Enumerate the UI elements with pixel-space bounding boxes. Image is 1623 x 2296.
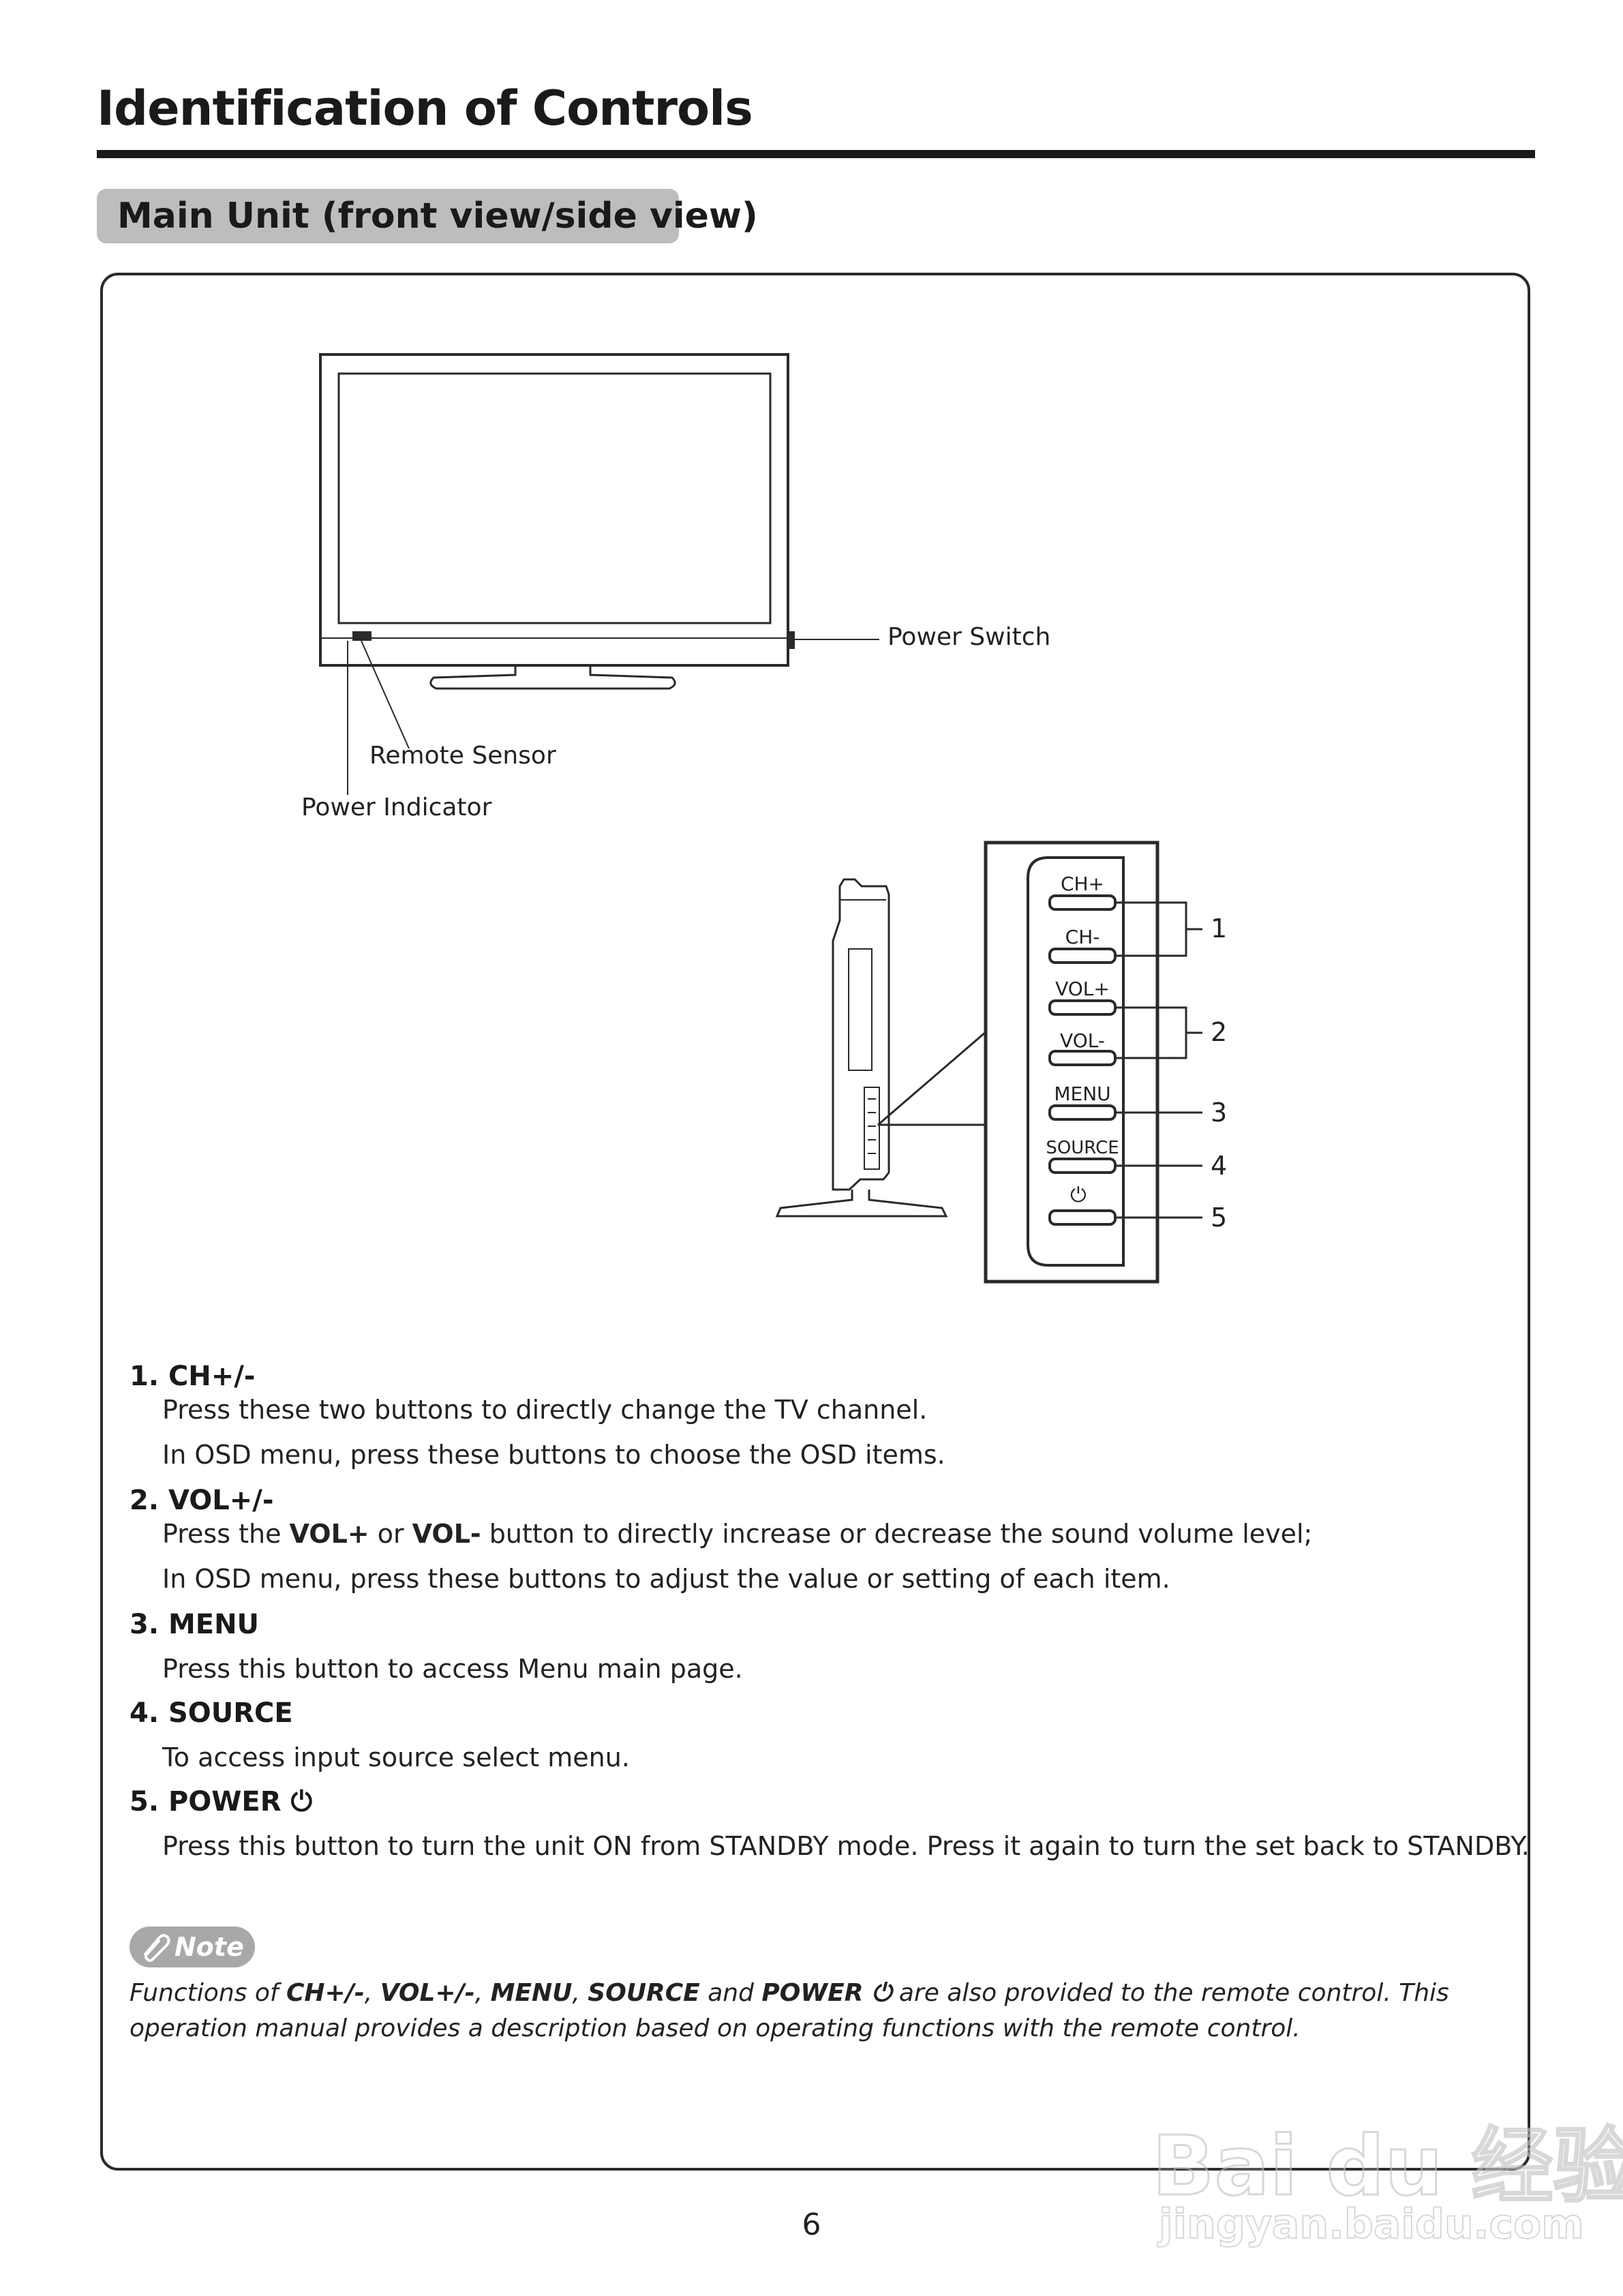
title-rule	[97, 150, 1535, 158]
paperclip-icon	[143, 1934, 170, 1962]
tv-front-stand	[429, 665, 676, 690]
item-title-ch: 1. CH+/-	[130, 1361, 256, 1392]
watermark-line-1: Bai du 经验	[1151, 2119, 1623, 2216]
button-ch-plus-shape	[1048, 894, 1117, 911]
item-vol-line-2: In OSD menu, press these buttons to adju…	[162, 1564, 1170, 1594]
callout-remote-sensor: Remote Sensor	[369, 742, 556, 770]
button-power-shape	[1048, 1209, 1117, 1226]
button-label-ch-minus: CH-	[1065, 926, 1100, 948]
button-menu-shape	[1048, 1104, 1117, 1121]
item-title-power: 5. POWER ⏻	[130, 1786, 313, 1817]
section-heading: Main Unit (front view/side view)	[97, 189, 758, 243]
diagram-number-5: 5	[1211, 1203, 1228, 1233]
callout-power-indicator: Power Indicator	[301, 794, 492, 821]
remote-sensor-window	[352, 631, 371, 641]
controls-panel	[100, 273, 1530, 2171]
button-panel-inset	[984, 841, 1159, 1284]
watermark-line-2: jingyan.baidu.com	[1158, 2200, 1585, 2249]
button-label-menu: MENU	[1054, 1083, 1110, 1105]
button-vol-plus-shape	[1048, 999, 1117, 1016]
tv-side-body	[832, 878, 890, 1191]
button-label-vol-minus: VOL-	[1060, 1029, 1105, 1052]
item-vol-line-1: Press the VOL+ or VOL- button to directl…	[162, 1519, 1313, 1549]
section-heading-text: Main Unit (front view/side view)	[117, 196, 758, 237]
button-label-source: SOURCE	[1046, 1138, 1119, 1158]
tv-front-frame	[319, 353, 789, 667]
button-source-shape	[1048, 1158, 1117, 1174]
diagram-number-4: 4	[1211, 1151, 1228, 1181]
page-title: Identification of Controls	[97, 80, 753, 136]
baidu-watermark: Bai du 经验 jingyan.baidu.com	[1151, 2059, 1623, 2263]
button-vol-minus-shape	[1048, 1050, 1117, 1066]
button-label-ch-plus: CH+	[1061, 873, 1104, 895]
item-title-source: 4. SOURCE	[130, 1697, 293, 1729]
page-number: 6	[802, 2207, 821, 2242]
diagram-number-3: 3	[1211, 1098, 1228, 1128]
remote-sensor-leader	[361, 640, 410, 749]
item-title-vol: 2. VOL+/-	[130, 1485, 274, 1516]
diagram-number-2: 2	[1211, 1017, 1228, 1047]
item-source-line-1: To access input source select menu.	[162, 1742, 630, 1772]
note-badge: Note	[130, 1927, 255, 1967]
diagram-number-1: 1	[1211, 913, 1228, 943]
button-ch-minus-shape	[1048, 948, 1117, 964]
item-title-menu: 3. MENU	[130, 1609, 260, 1640]
power-button-symbol: ⏻	[1070, 1183, 1087, 1207]
tv-front-screen	[337, 372, 772, 624]
tv-side-stand	[775, 1190, 948, 1218]
item-ch-line-2: In OSD menu, press these buttons to choo…	[162, 1440, 945, 1470]
button-label-vol-plus: VOL+	[1055, 978, 1110, 1000]
note-text: Functions of CH+/-, VOL+/-, MENU, SOURCE…	[130, 1979, 1449, 2042]
note-label: Note	[175, 1932, 244, 1962]
item-power-line-1: Press this button to turn the unit ON fr…	[162, 1831, 1530, 1861]
item-menu-line-1: Press this button to access Menu main pa…	[162, 1654, 743, 1684]
item-ch-line-1: Press these two buttons to directly chan…	[162, 1395, 928, 1425]
tv-diagram: CH+ CH- VOL+ VOL- MENU SOURCE	[319, 353, 1202, 1284]
callout-power-switch: Power Switch	[888, 623, 1051, 651]
